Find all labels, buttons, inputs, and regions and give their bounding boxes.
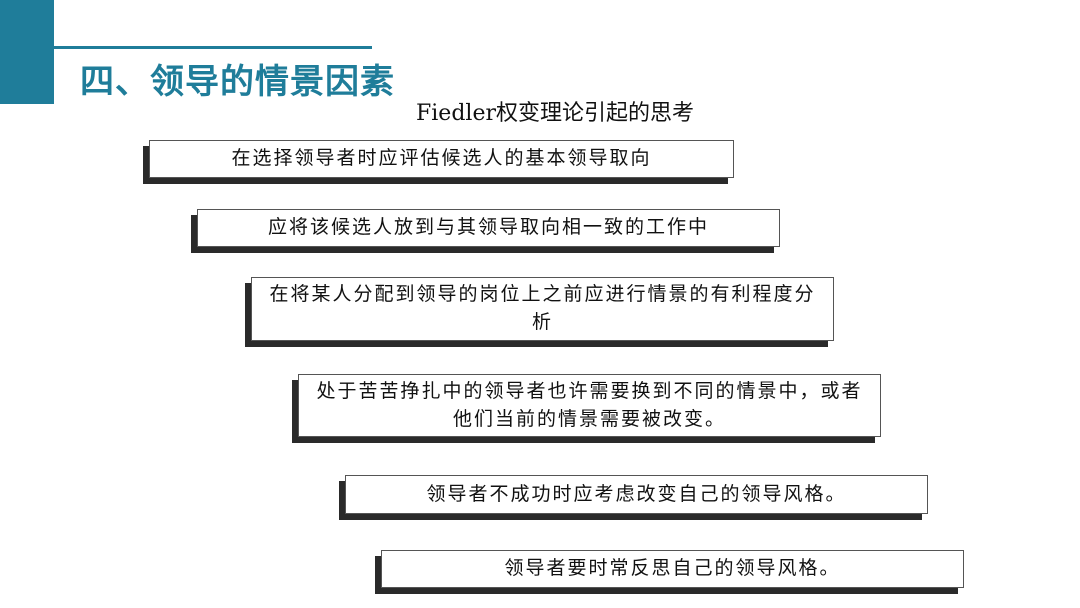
slide-subtitle: Fiedler权变理论引起的思考: [416, 101, 694, 126]
step-box: 应将该候选人放到与其领导取向相一致的工作中: [197, 209, 780, 247]
step-text: 在选择领导者时应评估候选人的基本领导取向: [231, 147, 652, 170]
step-text: 处于苦苦挣扎中的领导者也许需要换到不同的情景中，或者他们当前的情景需要被改变。: [316, 379, 863, 430]
slide-title: 四、领导的情景因素: [80, 62, 395, 102]
step-box: 领导者要时常反思自己的领导风格。: [381, 550, 964, 588]
accent-block: [0, 0, 54, 104]
step-box: 处于苦苦挣扎中的领导者也许需要换到不同的情景中，或者他们当前的情景需要被改变。: [298, 374, 881, 437]
step-box: 在将某人分配到领导的岗位上之前应进行情景的有利程度分析: [251, 277, 834, 341]
title-rule: [54, 46, 372, 49]
step-box: 领导者不成功时应考虑改变自己的领导风格。: [345, 475, 928, 514]
step-text: 领导者不成功时应考虑改变自己的领导风格。: [426, 482, 847, 505]
step-text: 在将某人分配到领导的岗位上之前应进行情景的有利程度分析: [269, 283, 816, 333]
step-text: 应将该候选人放到与其领导取向相一致的工作中: [267, 216, 709, 239]
step-text: 领导者要时常反思自己的领导风格。: [504, 557, 841, 580]
step-box: 在选择领导者时应评估候选人的基本领导取向: [149, 140, 734, 178]
